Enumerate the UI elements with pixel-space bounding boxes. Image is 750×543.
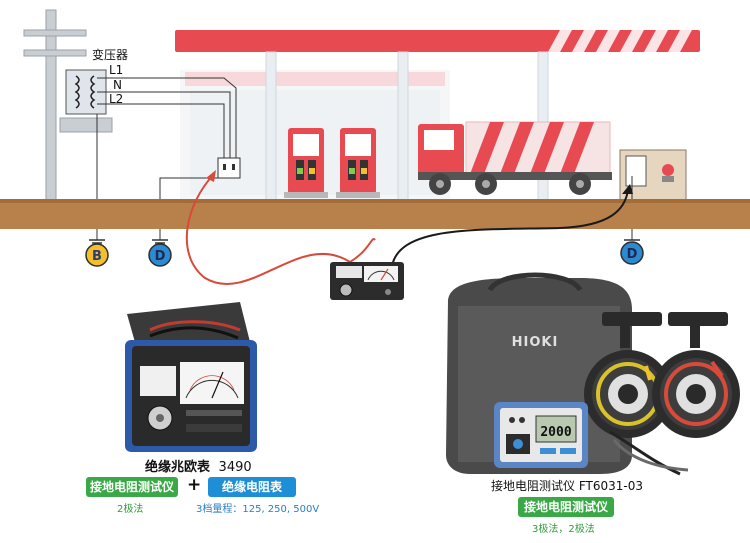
- ground-marker-d1-label: D: [155, 249, 166, 264]
- earth-tester-name: 接地电阻测试仪 FT6031-03: [491, 479, 643, 493]
- ground-marker-b: B: [85, 243, 109, 267]
- fuel-pump-1: [284, 128, 328, 198]
- tag-insulation-resistance: 绝缘电阻表: [208, 477, 296, 497]
- red-lead-arrow: [206, 170, 216, 182]
- tag-earth-tester-2pole: 接地电阻测试仪: [86, 477, 178, 497]
- tag-left-subtext: 2极法: [117, 504, 144, 515]
- transformer-label: 变压器: [92, 48, 129, 62]
- insulation-tester-name: 绝缘兆欧表 3490: [145, 456, 252, 475]
- gas-station: [175, 30, 700, 201]
- tag-right-subtext: 3档量程：125, 250, 500V: [196, 504, 320, 515]
- earth-tester-unit: 2000: [494, 402, 588, 468]
- ground-marker-d2: D: [620, 241, 644, 265]
- red-test-lead-segment: [349, 238, 376, 263]
- tanker-truck: [418, 121, 612, 195]
- ground-marker-b-label: B: [92, 249, 102, 264]
- line-l1-label: L1: [109, 63, 124, 77]
- cable-reel-2: [652, 312, 740, 438]
- insulation-tester-model: 3490: [218, 460, 252, 475]
- tag-earth-tester-3pole: 接地电阻测试仪: [518, 497, 614, 517]
- earth-tester-ft6031: HIOKI 2000: [446, 272, 740, 476]
- earth-tester-subtext: 3极法，2极法: [532, 524, 595, 535]
- black-test-lead: [391, 189, 629, 267]
- analog-meter-small: [330, 262, 404, 300]
- insulation-tester-name-text: 绝缘兆欧表: [145, 460, 211, 475]
- ground-marker-d1: D: [148, 243, 172, 267]
- black-lead-arrow: [622, 184, 633, 194]
- plus-sign: +: [187, 475, 202, 495]
- red-test-lead: [185, 173, 351, 285]
- canopy: [175, 30, 700, 52]
- neutral-label: N: [113, 78, 122, 92]
- insulation-tester-3490: [125, 302, 257, 452]
- fuel-pump-2: [336, 128, 380, 198]
- bag-brand: HIOKI: [512, 335, 559, 350]
- line-l2-label: L2: [109, 92, 124, 106]
- power-outlet: [217, 157, 241, 179]
- ground-symbols: [89, 239, 640, 244]
- ground-marker-d2-label: D: [627, 247, 638, 262]
- tester-display: 2000: [540, 425, 571, 440]
- ground-strip: [0, 199, 750, 229]
- equipment-box: [619, 149, 687, 201]
- cable-reel-1: [584, 312, 672, 438]
